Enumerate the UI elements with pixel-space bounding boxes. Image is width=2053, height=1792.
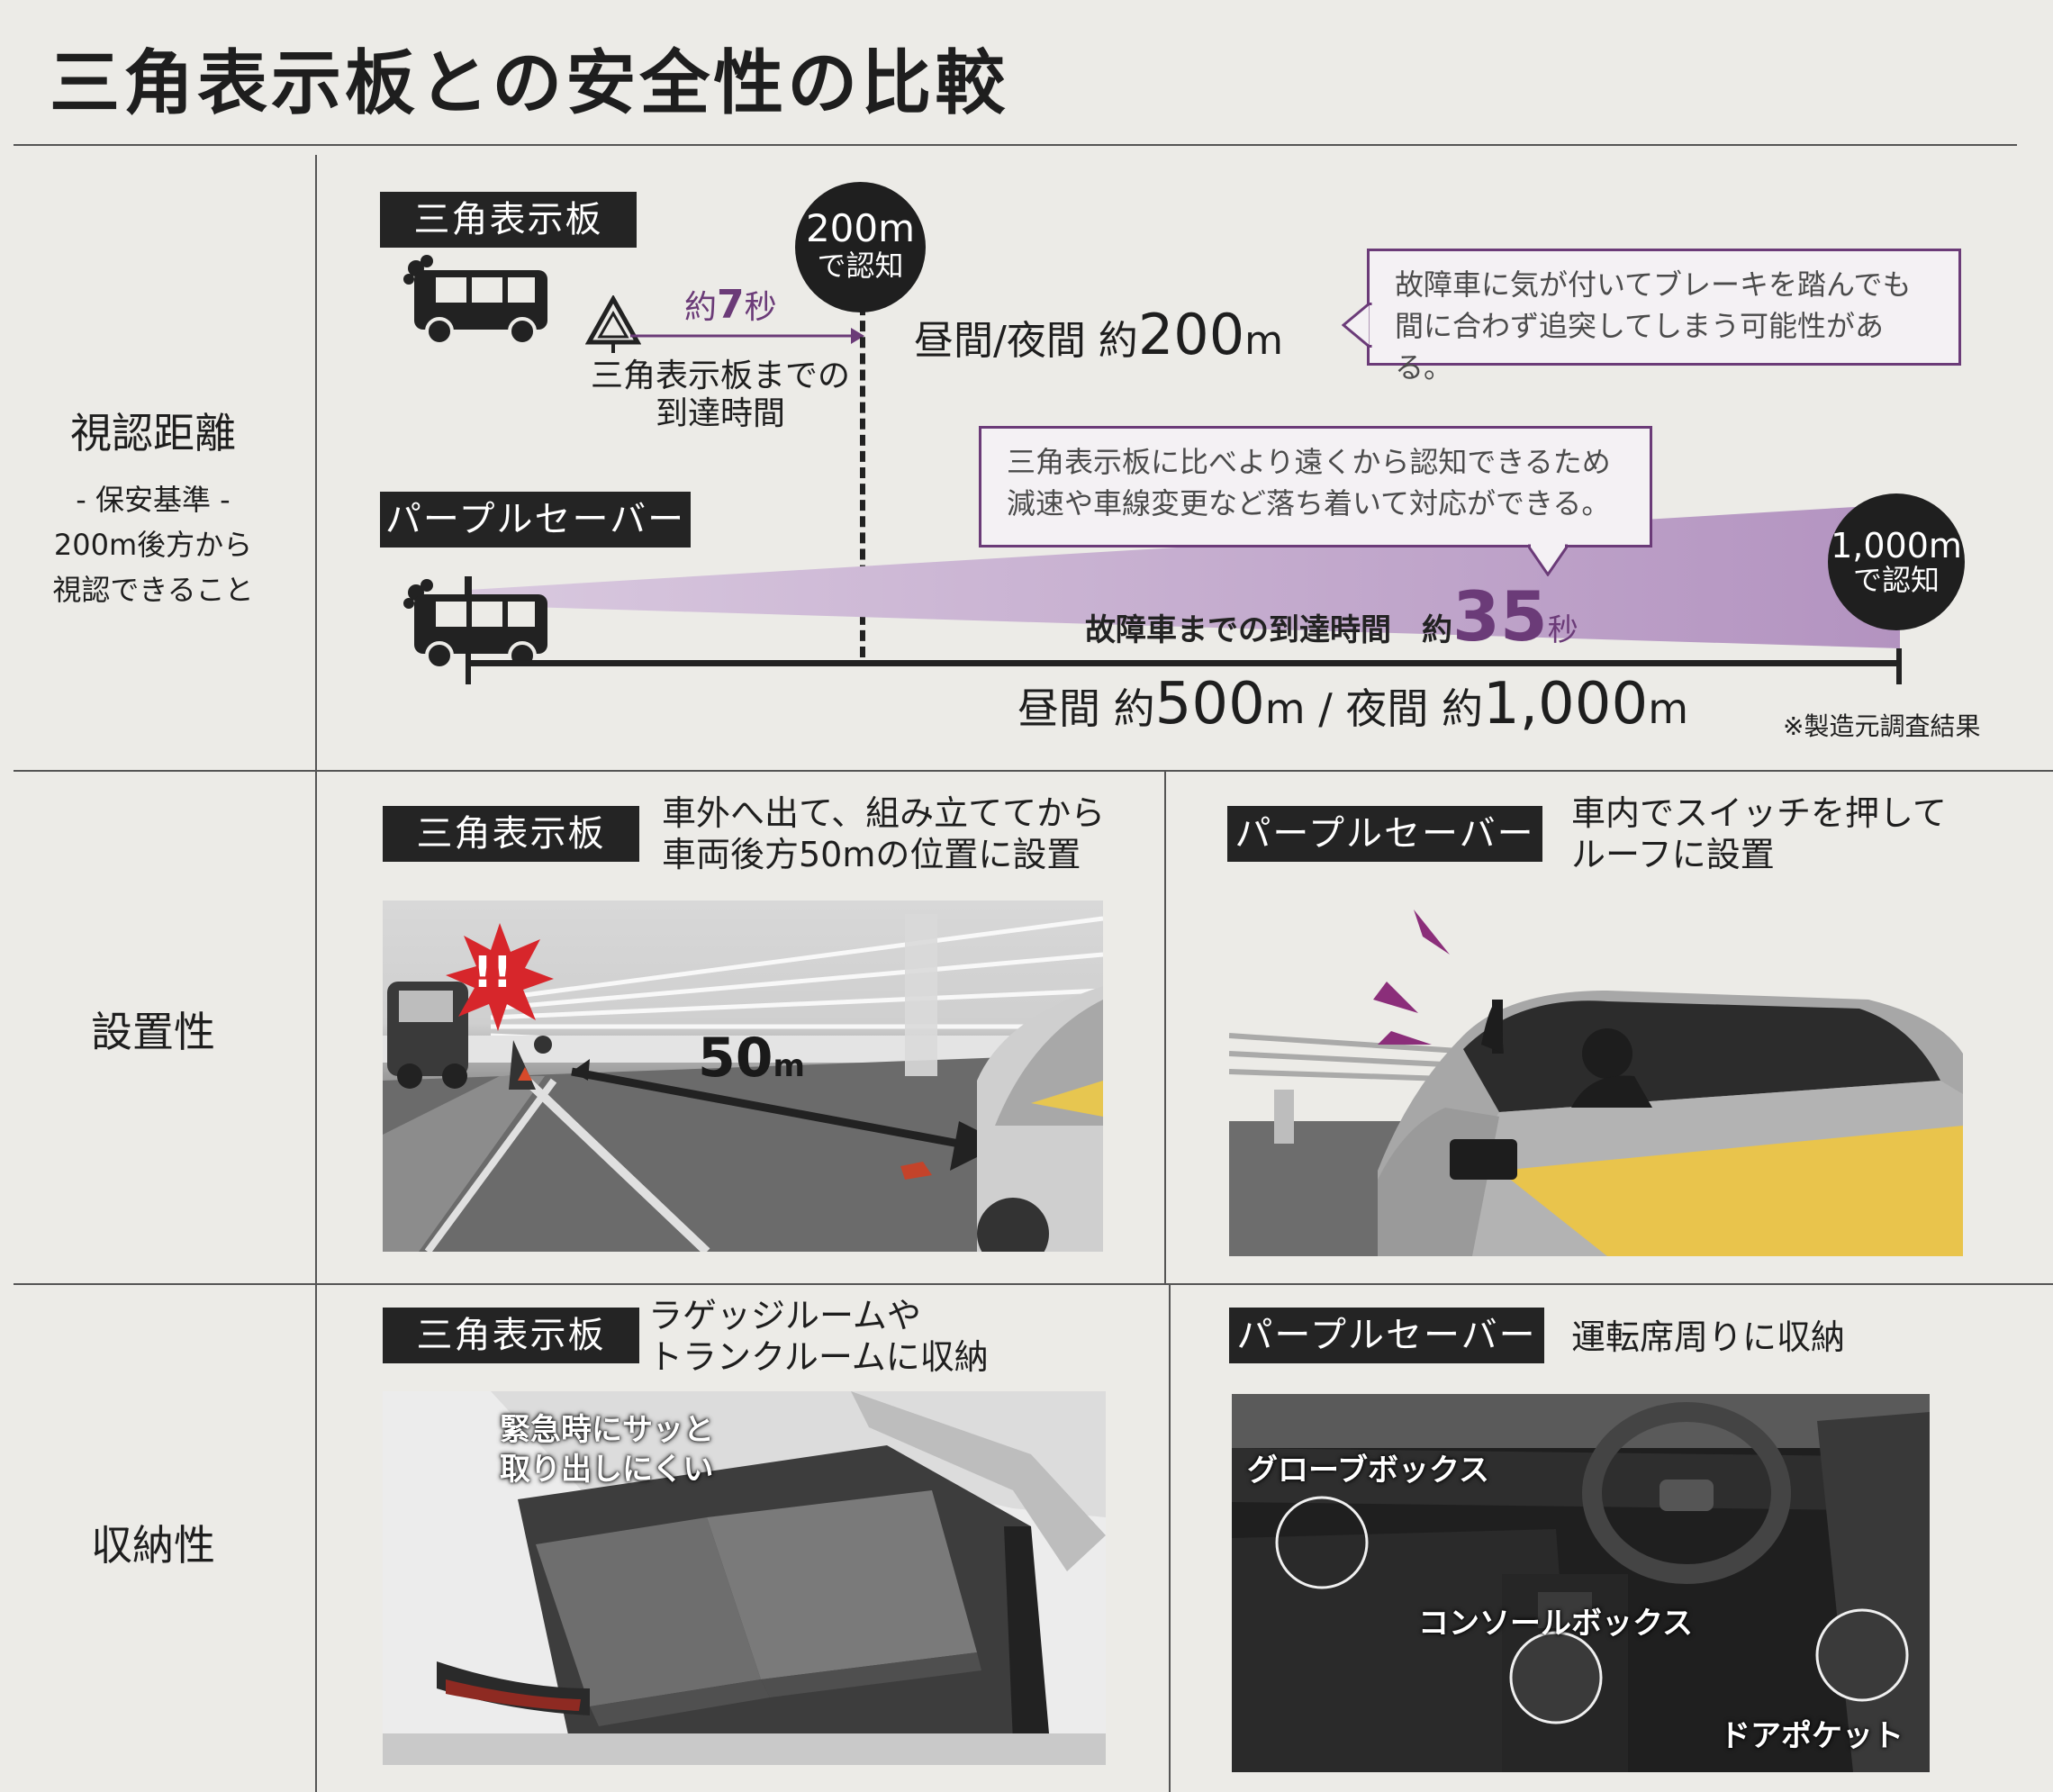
install-purple-tag: パープルセーバー [1227, 806, 1542, 862]
daynight-200m: 昼間/夜間 約200m [914, 302, 1283, 367]
divider-install-middle [1164, 772, 1166, 1283]
console-label: コンソールボックス [1418, 1606, 1693, 1642]
storage-triangle-text-2: トランクルームに収納 [648, 1337, 989, 1377]
divider-row1 [14, 770, 2053, 772]
bottom-number-1000: 1,000 [1482, 671, 1649, 738]
exclamation-burst-icon [446, 923, 554, 1031]
row-sub-standard: - 保安基準 - [76, 483, 231, 517]
install-50-number: 50 [698, 1027, 773, 1090]
purple-saver-tag: パープルセーバー [380, 492, 691, 548]
row-label-visibility: 視認距離 [70, 409, 236, 457]
circle-200m: 200m で認知 [795, 182, 926, 312]
reach-35-seconds: 故障車までの到達時間 約35秒 [1085, 576, 1578, 656]
reach35-suffix: 秒 [1547, 612, 1578, 648]
bubble2-line1: 三角表示板に比べより遠くから認知できるため [1007, 445, 1611, 479]
storage-interior-photo [1232, 1394, 1930, 1772]
storage-triangle-text-1: ラゲッジルームや [648, 1296, 921, 1335]
install-triangle-photo [383, 901, 1103, 1252]
short-arrow [630, 328, 864, 344]
trunk-illustration [383, 1391, 1106, 1765]
reach35-prefix: 故障車までの到達時間 約 [1085, 612, 1452, 648]
sec7-number: 7 [717, 282, 745, 328]
install-purple-text-1: 車内でスイッチを押して [1571, 793, 1947, 833]
install-purple-text-2: ルーフに設置 [1571, 835, 1775, 874]
row-label-install: 設置性 [91, 1008, 215, 1056]
distance-baseline [466, 660, 1902, 666]
daynight-number: 200 [1137, 302, 1245, 367]
bottom-prefix-day: 昼間 約 [1017, 684, 1155, 733]
daynight-unit: m [1244, 318, 1284, 364]
bubble1-line2: 間に合わず追突してしまう可能性がある。 [1395, 309, 1885, 385]
reach-time-label-1: 三角表示板までの [590, 357, 850, 394]
install-triangle-tag: 三角表示板 [383, 806, 639, 862]
divider-storage-middle [1169, 1285, 1171, 1792]
warning-triangle-icon [585, 295, 641, 353]
daynight-500-1000: 昼間 約500m / 夜間 約1,000m [1017, 671, 1688, 738]
bubble-purple-benefit: 三角表示板に比べより遠くから認知できるため 減速や車線変更など落ち着いて対応がで… [979, 426, 1652, 548]
dashed-line-200m [860, 288, 865, 657]
storage-trunk-photo [383, 1391, 1106, 1765]
reach-time-label-2: 到達時間 [655, 395, 785, 432]
trunk-photo-caption-2: 取り出しにくい [500, 1452, 714, 1488]
glovebox-label: グローブボックス [1247, 1453, 1489, 1489]
circle-1000m-top: 1,000m [1831, 526, 1962, 566]
row-label-storage: 収納性 [91, 1521, 215, 1570]
highway-scene-illustration [383, 914, 1103, 1252]
install-purple-photo [1229, 901, 1963, 1256]
bubble2-pointer [1528, 544, 1568, 576]
bubble1-pointer [1342, 303, 1372, 348]
install-50-unit: m [773, 1048, 805, 1084]
storage-triangle-tag: 三角表示板 [383, 1308, 639, 1363]
car-with-purple-saver-icon [403, 576, 547, 670]
bottom-number-500: 500 [1154, 671, 1265, 738]
seven-seconds-label: 約7秒 [684, 281, 777, 328]
circle-1000m: 1,000m で認知 [1828, 493, 1965, 630]
storage-purple-tag: パープルセーバー [1229, 1308, 1544, 1363]
trunk-photo-caption-1: 緊急時にサッと [500, 1412, 714, 1448]
sec7-prefix: 約 [684, 289, 718, 326]
interior-illustration [1232, 1394, 1930, 1772]
exclamation-text: !! [473, 947, 512, 998]
bottom-unit-1000: m [1648, 684, 1688, 733]
doorpocket-label: ドアポケット [1720, 1718, 1904, 1754]
circle-1000m-bottom: で認知 [1852, 563, 1940, 597]
sec7-suffix: 秒 [744, 289, 777, 326]
install-triangle-text-1: 車外へ出て、組み立ててから [662, 793, 1106, 833]
circle-200m-bottom: で認知 [817, 249, 904, 283]
divider-row2 [14, 1283, 2053, 1285]
reach35-number: 35 [1452, 576, 1548, 656]
triangle-tag: 三角表示板 [380, 192, 637, 248]
baseline-tick-right [1896, 648, 1902, 684]
bubble1-line1: 故障車に気が付いてブレーキを踏んでも [1395, 267, 1912, 302]
row-sub-200m: 200m後方から [53, 528, 253, 562]
divider-top [14, 144, 2017, 146]
bubble2-line2: 減速や車線変更など落ち着いて対応ができる。 [1007, 486, 1611, 520]
circle-200m-top: 200m [805, 206, 916, 250]
baseline-tick-left [466, 648, 471, 684]
bottom-unit-500: m [1264, 684, 1306, 733]
daynight-prefix: 昼間/夜間 約 [914, 318, 1138, 364]
survey-note: ※製造元調査結果 [1783, 711, 1981, 741]
bubble-triangle-risk: 故障車に気が付いてブレーキを踏んでも 間に合わず追突してしまう可能性がある。 [1367, 249, 1961, 385]
row-sub-visible: 視認できること [52, 573, 254, 607]
car-icon [403, 255, 547, 346]
bottom-separator-night: / 夜間 約 [1318, 684, 1483, 733]
storage-purple-text: 運転席周りに収納 [1571, 1317, 1846, 1357]
install-triangle-text-2: 車両後方50mの位置に設置 [662, 835, 1081, 874]
page-title: 三角表示板との安全性の比較 [50, 43, 1009, 124]
install-50m-label: 50m [698, 1027, 805, 1090]
divider-label-column [315, 155, 317, 1792]
car-roof-illustration [1229, 901, 1963, 1256]
